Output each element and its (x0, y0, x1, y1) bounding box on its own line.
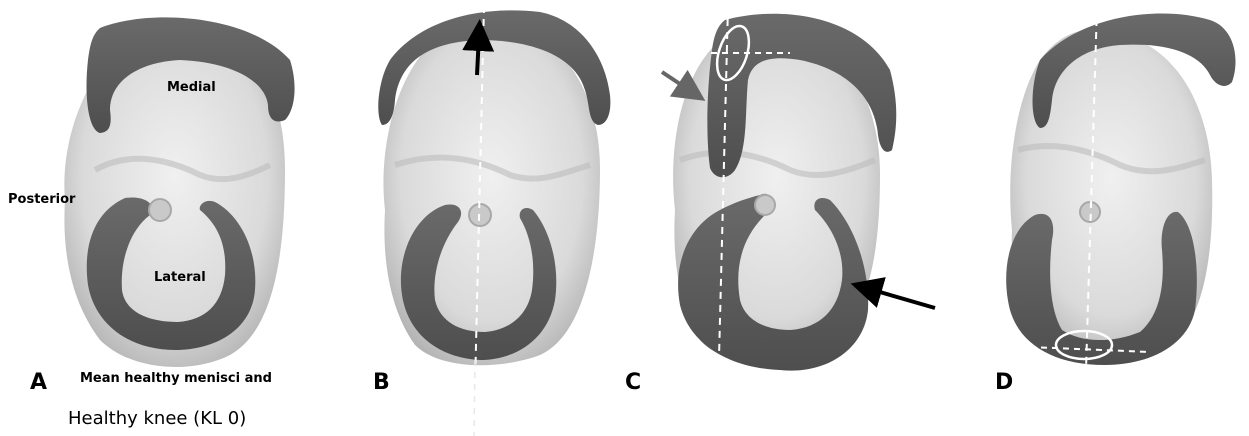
panel-c (662, 6, 935, 436)
panel-a (64, 17, 294, 367)
panel-a-letter: A (30, 370, 47, 395)
intercondylar-tubercle-c (755, 195, 775, 215)
panel-d (1006, 6, 1235, 436)
medial-label: Medial (167, 80, 216, 95)
panel-d-letter: D (995, 370, 1013, 395)
figure-caption: Healthy knee (KL 0) (68, 408, 246, 429)
panel-c-letter: C (625, 370, 641, 395)
panel-b-letter: B (373, 370, 390, 395)
gray-arrow-c (662, 72, 692, 92)
lateral-label: Lateral (154, 270, 206, 285)
posterior-label: Posterior (8, 192, 75, 207)
panel-a-subtitle: Mean healthy menisci and (80, 371, 272, 389)
black-arrow-c (866, 288, 935, 308)
panel-b (378, 6, 610, 436)
intercondylar-tubercle-a (149, 199, 171, 221)
black-arrow-b (477, 35, 479, 75)
